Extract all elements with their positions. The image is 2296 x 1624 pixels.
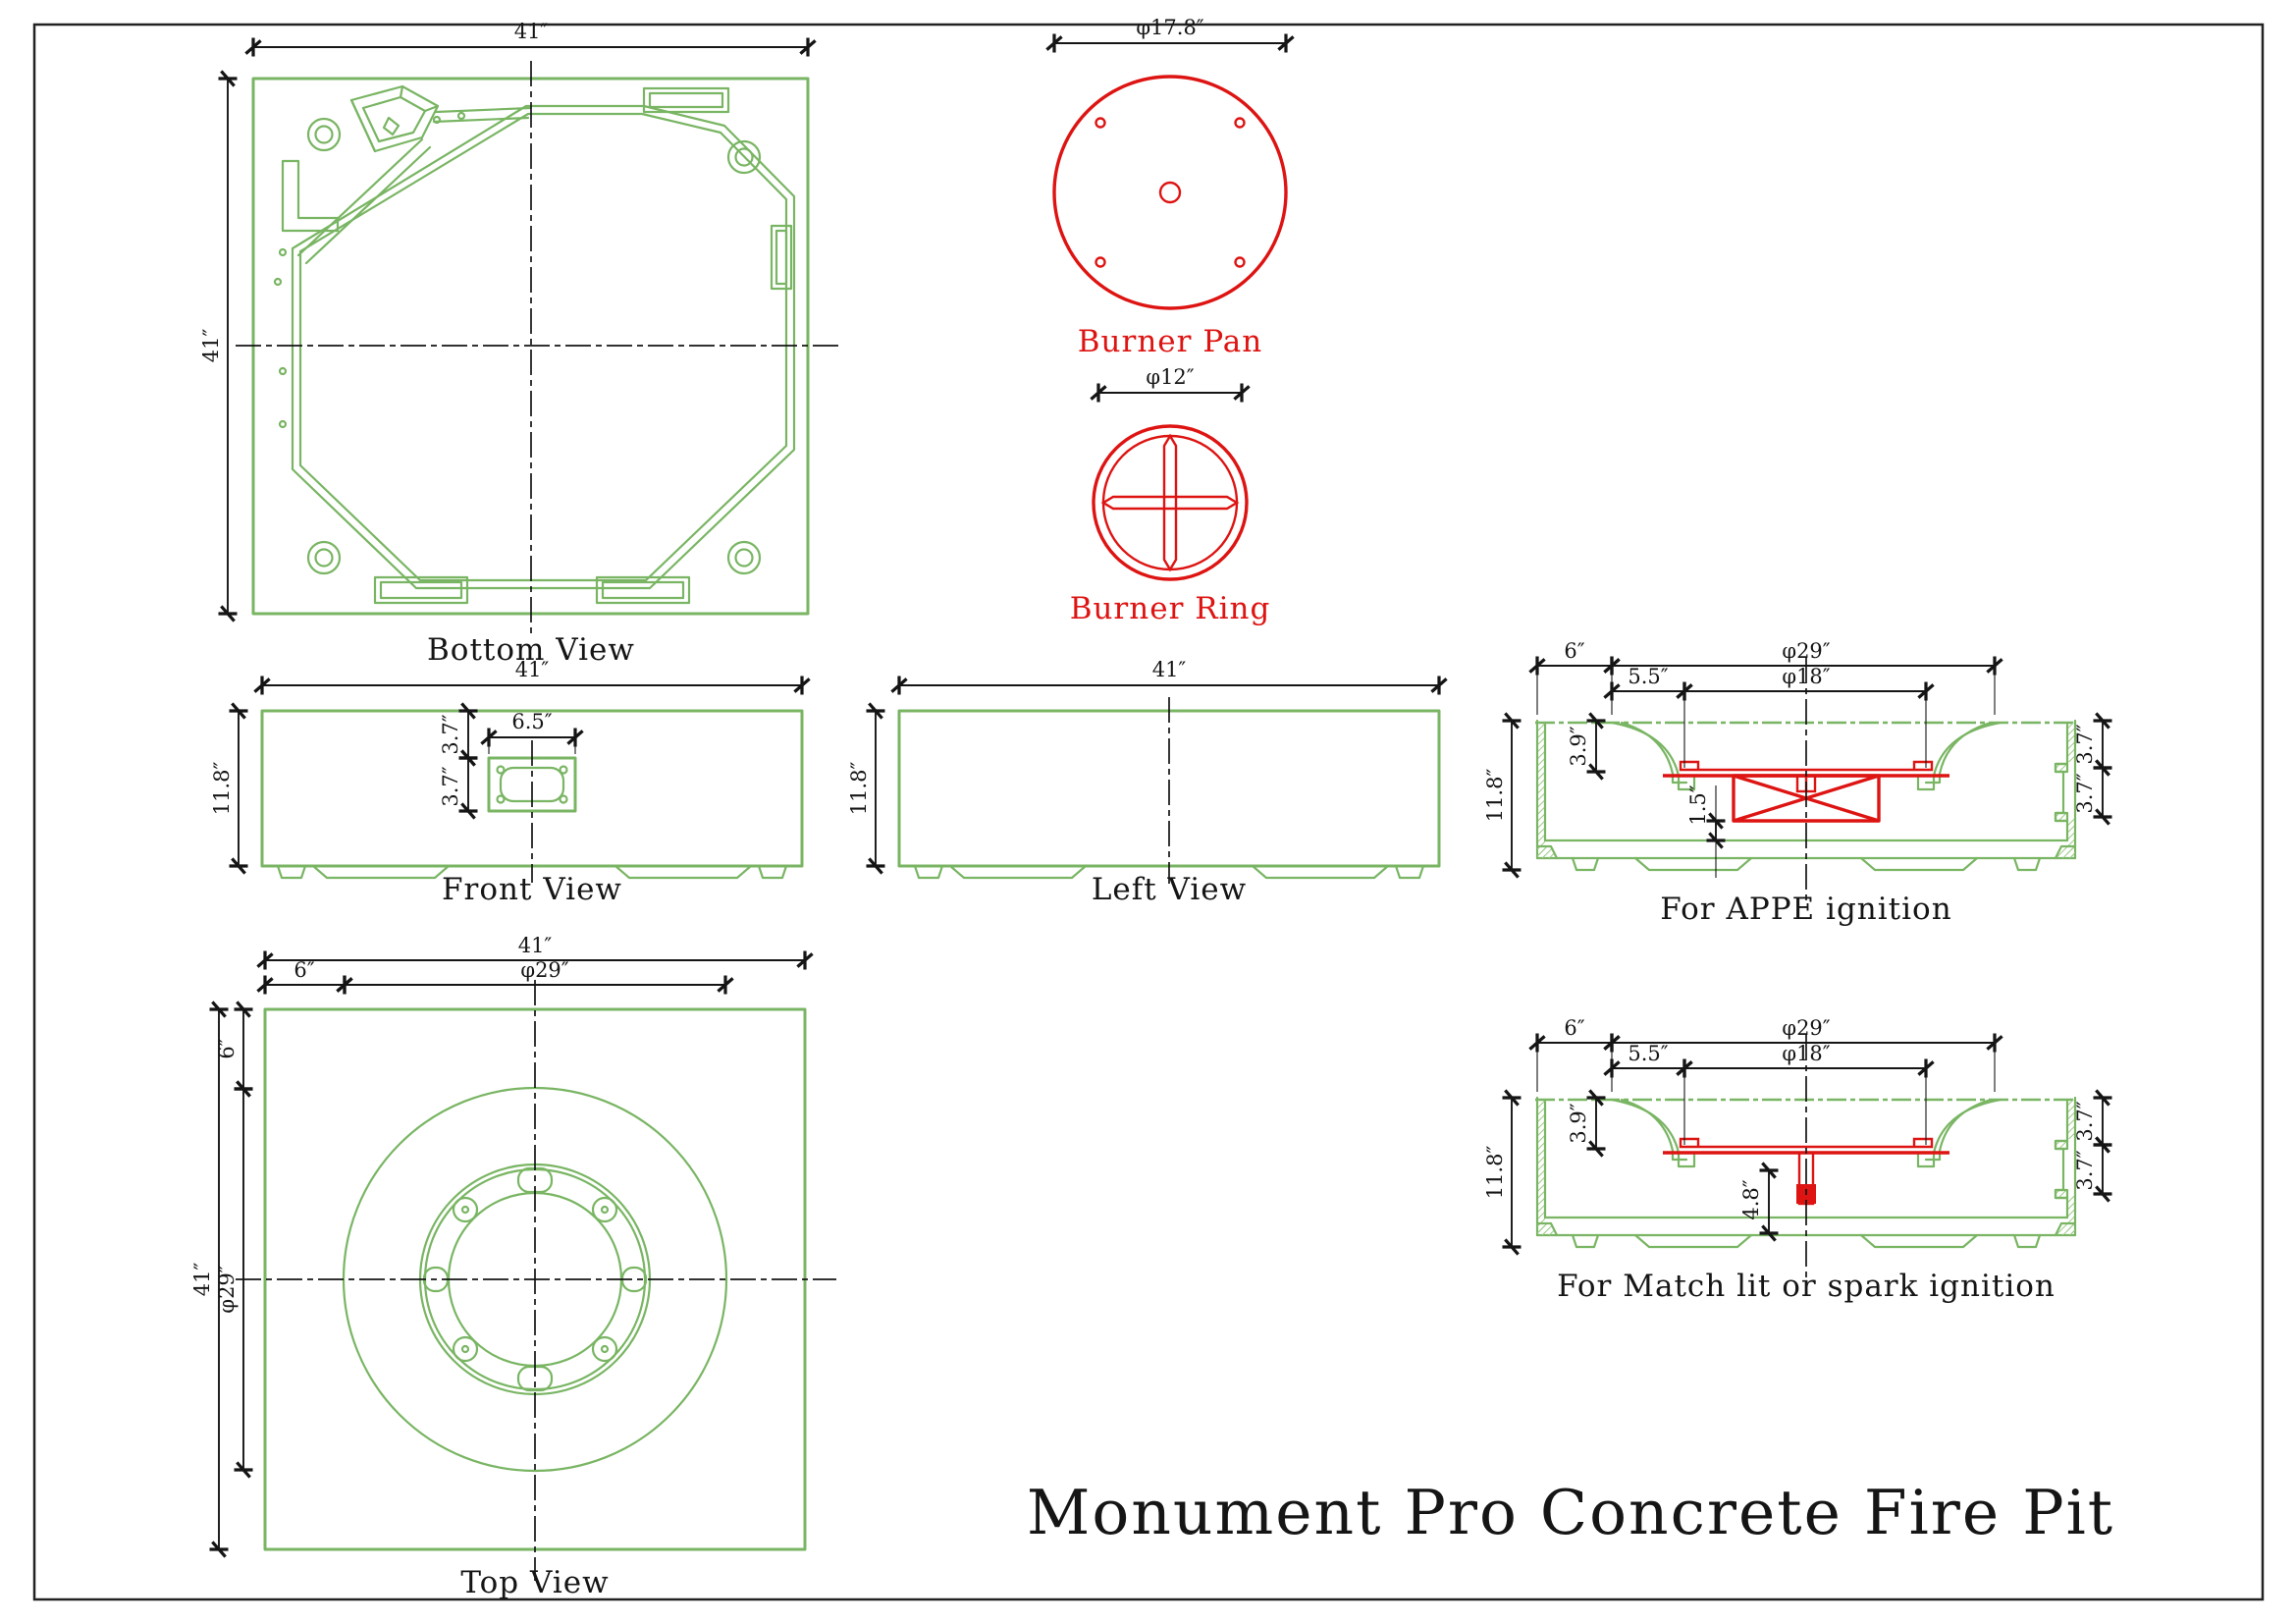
dim-appe-clearance: 1.5″ bbox=[1686, 785, 1710, 825]
burner-pan-view: φ17.8″ Burner Pan bbox=[1045, 16, 1295, 359]
drawing-title: Monument Pro Concrete Fire Pit bbox=[1027, 1477, 2114, 1548]
dim-vent-width: 6.5″ bbox=[511, 710, 552, 733]
left-feet bbox=[913, 864, 1425, 880]
dim-top-opening-v: φ29″ bbox=[215, 1265, 239, 1313]
sheet-border bbox=[32, 23, 2265, 1601]
dim-appe-height: 11.8″ bbox=[1483, 769, 1507, 823]
dim-left-width: 41″ bbox=[1152, 658, 1187, 681]
dim-front-height: 11.8″ bbox=[210, 762, 234, 816]
dim-match-edge: 6″ bbox=[1564, 1016, 1584, 1040]
dim-match-right-upper: 3.7″ bbox=[2073, 1101, 2097, 1141]
dim-match-pipe-drop: 4.8″ bbox=[1739, 1179, 1763, 1219]
bottom-view: 41″ 41″ Bottom View bbox=[199, 20, 842, 668]
dim-bottom-height: 41″ bbox=[199, 329, 223, 363]
match-section-label: For Match lit or spark ignition bbox=[1557, 1269, 2056, 1304]
dim-match-right-lower: 3.7″ bbox=[2073, 1150, 2097, 1190]
dim-appe-bowl: φ29″ bbox=[1782, 639, 1830, 663]
bowl-left-outer bbox=[1610, 721, 1696, 791]
dim-match-ledge: 5.5″ bbox=[1628, 1042, 1668, 1065]
left-view: 41″ 11.8″ Left View bbox=[847, 658, 1448, 907]
burner-pan-outline bbox=[1052, 75, 1288, 310]
dim-vent-height: 3.7″ bbox=[439, 766, 462, 806]
burner-ring-outline bbox=[1092, 424, 1249, 581]
dim-top-corner-v: 6″ bbox=[215, 1038, 239, 1058]
dim-match-bowl: φ29″ bbox=[1782, 1016, 1830, 1040]
burner-ring-label: Burner Ring bbox=[1070, 591, 1271, 626]
appe-section: 6″ φ29″ 5.5″ φ18″ 11.8″ 3.9″ 1.5″ 3.7″ 3… bbox=[1483, 639, 2112, 927]
dim-left-height: 11.8″ bbox=[847, 762, 871, 816]
dim-top-width: 41″ bbox=[518, 934, 553, 957]
left-view-label: Left View bbox=[1092, 872, 1247, 907]
dim-match-depth: 3.9″ bbox=[1567, 1103, 1590, 1143]
bottom-view-label: Bottom View bbox=[427, 632, 635, 668]
dim-vent-top-offset: 3.7″ bbox=[439, 714, 462, 754]
fastener-holes bbox=[273, 111, 466, 429]
dim-top-height: 41″ bbox=[190, 1263, 214, 1297]
dim-bottom-width: 41″ bbox=[514, 20, 549, 43]
dim-match-height: 11.8″ bbox=[1483, 1146, 1507, 1200]
dim-pan-diameter: φ17.8″ bbox=[1136, 16, 1203, 39]
dim-appe-edge: 6″ bbox=[1564, 639, 1584, 663]
front-view: 41″ 11.8″ 6.5″ 3.7″ 3.7″ Front View bbox=[210, 658, 811, 907]
appe-section-label: For APPE ignition bbox=[1660, 892, 1951, 927]
match-feet bbox=[1571, 1233, 2042, 1249]
dim-front-width: 41″ bbox=[515, 658, 550, 681]
burner-ring-crossbar-v bbox=[1162, 433, 1178, 572]
mounting-pads bbox=[281, 86, 793, 605]
burner-ring-crossbar-h bbox=[1100, 495, 1240, 511]
burner-pan-center-hole bbox=[1158, 181, 1182, 204]
top-view: 41″ 6″ φ29″ 41″ 6″ φ29″ Top View bbox=[190, 934, 836, 1600]
bowl-right-outer bbox=[1916, 721, 2002, 791]
appe-feet bbox=[1571, 856, 2042, 872]
dim-appe-depth: 3.9″ bbox=[1567, 726, 1590, 766]
dim-appe-right-upper: 3.7″ bbox=[2073, 724, 2097, 764]
gas-valve-hopper bbox=[349, 84, 440, 153]
top-view-label: Top View bbox=[460, 1565, 609, 1600]
front-view-label: Front View bbox=[442, 872, 622, 907]
dim-appe-pan: φ18″ bbox=[1782, 665, 1830, 688]
match-section: 6″ φ29″ 5.5″ φ18″ 11.8″ 3.9″ 4.8″ 3.7″ 3… bbox=[1483, 1016, 2112, 1304]
dim-top-opening: φ29″ bbox=[520, 958, 568, 982]
dim-top-corner: 6″ bbox=[294, 958, 314, 982]
burner-pan-label: Burner Pan bbox=[1078, 324, 1262, 359]
dim-appe-right-lower: 3.7″ bbox=[2073, 773, 2097, 813]
dim-appe-ledge: 5.5″ bbox=[1628, 665, 1668, 688]
corner-boss bbox=[306, 117, 762, 575]
burner-ring-view: φ12″ Burner Ring bbox=[1070, 365, 1271, 626]
dim-match-pan: φ18″ bbox=[1782, 1042, 1830, 1065]
dim-ring-diameter: φ12″ bbox=[1146, 365, 1194, 389]
front-feet bbox=[276, 864, 788, 880]
